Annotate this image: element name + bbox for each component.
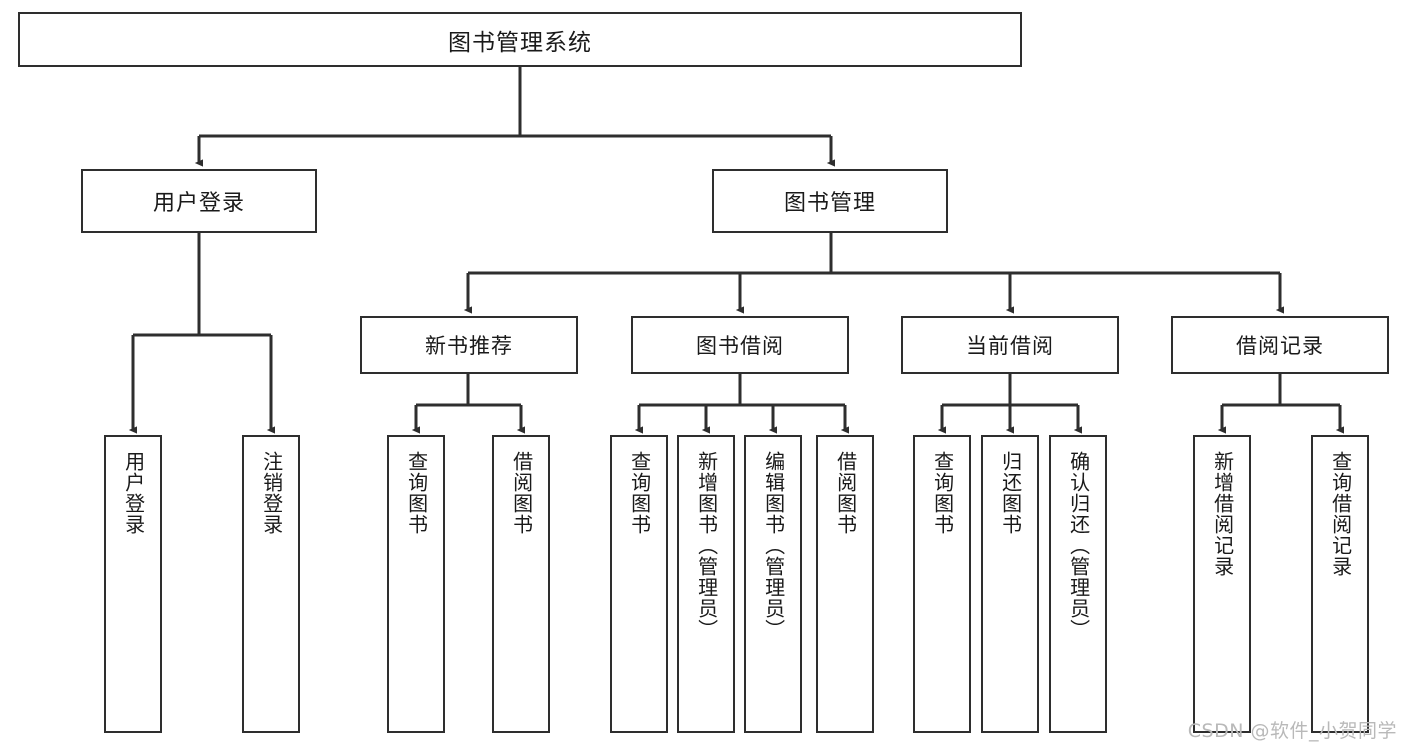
- node-label: 借阅图书: [509, 451, 534, 535]
- node-label: 用户登录: [152, 191, 245, 216]
- node-label: 新增借阅记录: [1210, 451, 1235, 577]
- node-label: 图书管理: [783, 191, 876, 216]
- leaf-book-borrow-edit-book-admin[interactable]: 编辑图书（管理员）: [744, 435, 802, 733]
- leaf-book-borrow-borrow-book[interactable]: 借阅图书: [816, 435, 874, 733]
- node-label: 编辑图书（管理员）: [761, 451, 786, 640]
- leaf-user-login-logout[interactable]: 注销登录: [242, 435, 300, 733]
- root-to-level2-connectors: [194, 67, 836, 167]
- leaf-current-borrow-confirm-return-admin[interactable]: 确认归还（管理员）: [1049, 435, 1107, 733]
- node-label: 图书管理系统: [448, 29, 592, 56]
- csdn-watermark: CSDN @软件_小贺同学: [1187, 720, 1397, 742]
- node-book-management[interactable]: 图书管理: [712, 169, 948, 233]
- leaf-user-login-login[interactable]: 用户登录: [104, 435, 162, 733]
- node-label: 查询图书: [627, 451, 652, 535]
- leaf-book-borrow-add-book-admin[interactable]: 新增图书（管理员）: [677, 435, 735, 733]
- node-label: 查询图书: [930, 451, 955, 535]
- borrow-record-to-leaves-connectors: [1217, 374, 1345, 434]
- node-label: 借阅记录: [1236, 334, 1324, 358]
- node-label: 用户登录: [121, 451, 146, 535]
- leaf-new-book-borrow-book[interactable]: 借阅图书: [492, 435, 550, 733]
- node-label: 图书借阅: [696, 334, 784, 358]
- leaf-borrow-record-query-record[interactable]: 查询借阅记录: [1311, 435, 1369, 733]
- user-login-to-leaves-connectors: [128, 233, 276, 434]
- new-book-recommend-to-leaves-connectors: [411, 374, 526, 434]
- node-current-borrow[interactable]: 当前借阅: [901, 316, 1119, 374]
- level2-books-to-level3-connectors: [463, 233, 1285, 314]
- leaf-new-book-query-book[interactable]: 查询图书: [387, 435, 445, 733]
- node-label: 查询图书: [404, 451, 429, 535]
- node-root-book-management-system[interactable]: 图书管理系统: [18, 12, 1022, 67]
- node-label: 新增图书（管理员）: [694, 451, 719, 640]
- node-label: 新书推荐: [425, 334, 513, 358]
- node-label: 注销登录: [259, 451, 284, 535]
- leaf-borrow-record-add-record[interactable]: 新增借阅记录: [1193, 435, 1251, 733]
- leaf-current-borrow-return-book[interactable]: 归还图书: [981, 435, 1039, 733]
- node-label: 借阅图书: [833, 451, 858, 535]
- leaf-book-borrow-query-book[interactable]: 查询图书: [610, 435, 668, 733]
- node-book-borrow[interactable]: 图书借阅: [631, 316, 849, 374]
- leaf-current-borrow-query-book[interactable]: 查询图书: [913, 435, 971, 733]
- book-borrow-to-leaves-connectors: [634, 374, 850, 434]
- node-label: 当前借阅: [966, 334, 1054, 358]
- node-borrow-record[interactable]: 借阅记录: [1171, 316, 1389, 374]
- node-user-login[interactable]: 用户登录: [81, 169, 317, 233]
- node-new-book-recommend[interactable]: 新书推荐: [360, 316, 578, 374]
- current-borrow-to-leaves-connectors: [937, 374, 1083, 434]
- node-label: 确认归还（管理员）: [1066, 451, 1091, 640]
- node-label: 归还图书: [998, 451, 1023, 535]
- node-label: 查询借阅记录: [1328, 451, 1353, 577]
